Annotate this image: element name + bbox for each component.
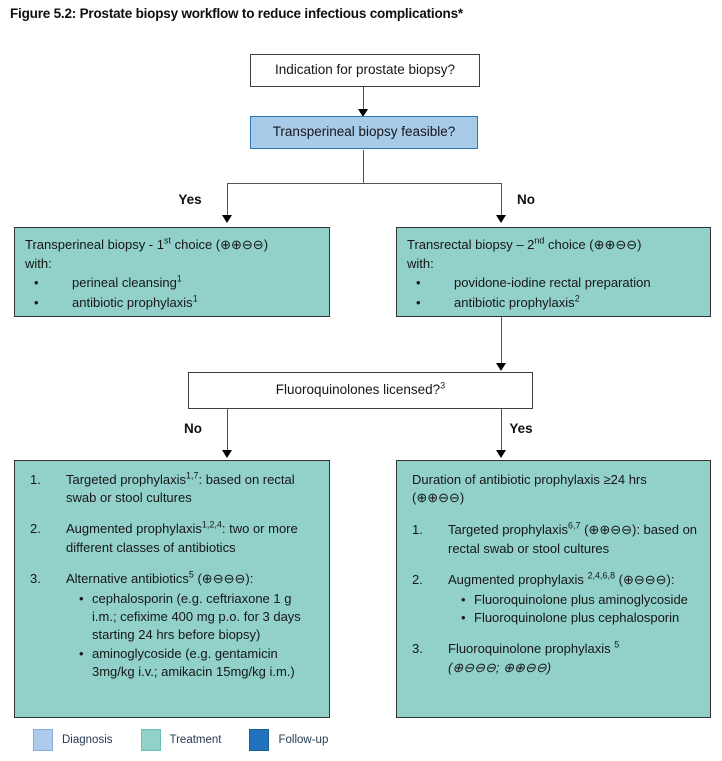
bullet-icon: • — [416, 294, 421, 310]
grade-note: (⊕⊖⊖⊖; ⊕⊕⊖⊖) — [448, 659, 552, 675]
sub-bullet: • aminoglycoside (e.g. gentamicin 3mg/kg… — [79, 645, 317, 681]
transrectal-bullet-1: • povidone-iodine rectal preparation — [407, 274, 700, 292]
branch-yes-label: Yes — [178, 192, 202, 207]
node-transperineal-feasible-label: Transperineal biopsy feasible? — [272, 124, 456, 140]
yes-box-heading: Duration of antibiotic prophylaxis ≥24 h… — [412, 472, 647, 506]
connector-yes-branch — [501, 409, 502, 451]
sub-bullet: • Fluoroquinolone plus aminoglycoside — [461, 591, 698, 609]
branch-yes-label: Yes — [509, 421, 533, 436]
transrectal-bullet-2: • antibiotic prophylaxis2 — [407, 294, 700, 312]
list-item: 3. Fluoroquinolone prophylaxis 5 (⊕⊖⊖⊖; … — [407, 640, 700, 676]
arrowhead-down-icon — [358, 109, 368, 117]
transrectal-title: Transrectal biopsy – 2nd choice (⊕⊕⊖⊖) — [407, 235, 642, 252]
branch-no-label: No — [184, 421, 202, 436]
node-indication-label: Indication for prostate biopsy? — [274, 62, 456, 78]
branch-no-label: No — [517, 192, 535, 207]
bullet-icon: • — [79, 590, 84, 606]
connector-feasible-stem — [363, 150, 364, 183]
bullet-icon: • — [416, 275, 421, 291]
node-transrectal-biopsy: Transrectal biopsy – 2nd choice (⊕⊕⊖⊖) w… — [396, 227, 711, 317]
transperineal-bullet-2: • antibiotic prophylaxis1 — [25, 294, 319, 312]
arrowhead-down-icon — [496, 450, 506, 458]
arrowhead-down-icon — [496, 215, 506, 223]
legend-item-treatment: Treatment — [140, 729, 250, 751]
legend-item-diagnosis: Diagnosis — [33, 729, 141, 751]
transrectal-with: with: — [407, 256, 434, 272]
node-no-fluoroquinolone-options: 1. Targeted prophylaxis1,7: based on rec… — [14, 460, 330, 718]
sub-bullet: • Fluoroquinolone plus cephalosporin — [461, 609, 698, 627]
transperineal-title: Transperineal biopsy - 1st choice (⊕⊕⊖⊖) — [25, 235, 269, 252]
bullet-icon: • — [79, 645, 84, 661]
connector-no-branch — [227, 409, 228, 451]
node-indication: Indication for prostate biopsy? — [250, 54, 480, 87]
connector-transrectal-fluoroquinolones — [501, 317, 502, 364]
treatment-swatch-icon — [140, 729, 161, 751]
bullet-icon: • — [461, 610, 466, 626]
list-item: 2. Augmented prophylaxis1,2,4: two or mo… — [30, 520, 298, 555]
connector-yes-leg — [227, 183, 228, 216]
bullet-icon: • — [34, 294, 39, 310]
connector-feasible-crossbar — [227, 183, 502, 184]
node-transperineal-biopsy: Transperineal biopsy - 1st choice (⊕⊕⊖⊖)… — [14, 227, 330, 317]
list-item: 2. Augmented prophylaxis 2,4,6,8 (⊕⊖⊖⊖):… — [407, 571, 700, 628]
node-transperineal-feasible: Transperineal biopsy feasible? — [250, 116, 478, 149]
connector-indication-feasible — [363, 87, 364, 110]
arrowhead-down-icon — [496, 363, 506, 371]
node-yes-fluoroquinolone-options: Duration of antibiotic prophylaxis ≥24 h… — [396, 460, 711, 718]
node-fluoroquinolones-label: Fluoroquinolones licensed?3 — [275, 380, 446, 398]
legend: Diagnosis Treatment Follow-up — [33, 729, 356, 751]
transperineal-bullet-1: • perineal cleansing1 — [25, 274, 319, 292]
list-item: 1. Targeted prophylaxis6,7 (⊕⊕⊖⊖): based… — [412, 521, 698, 556]
bullet-icon: • — [34, 275, 39, 291]
connector-no-leg — [501, 183, 502, 216]
legend-label: Diagnosis — [62, 734, 113, 746]
figure-title: Figure 5.2: Prostate biopsy workflow to … — [10, 6, 463, 21]
transperineal-with: with: — [25, 256, 52, 272]
legend-item-followup: Follow-up — [249, 729, 356, 751]
arrowhead-down-icon — [222, 215, 232, 223]
sub-bullet: • cephalosporin (e.g. ceftriaxone 1 g i.… — [79, 590, 317, 645]
diagnosis-swatch-icon — [33, 729, 53, 751]
list-item: 1. Targeted prophylaxis1,7: based on rec… — [30, 470, 295, 506]
node-fluoroquinolones-licensed: Fluoroquinolones licensed?3 — [188, 372, 533, 409]
bullet-icon: • — [461, 591, 466, 607]
list-item: 3. Alternative antibiotics5 (⊕⊖⊖⊖): • ce… — [25, 570, 319, 681]
arrowhead-down-icon — [222, 450, 232, 458]
legend-label: Treatment — [169, 734, 222, 746]
legend-label: Follow-up — [278, 734, 329, 746]
followup-swatch-icon — [249, 729, 270, 751]
